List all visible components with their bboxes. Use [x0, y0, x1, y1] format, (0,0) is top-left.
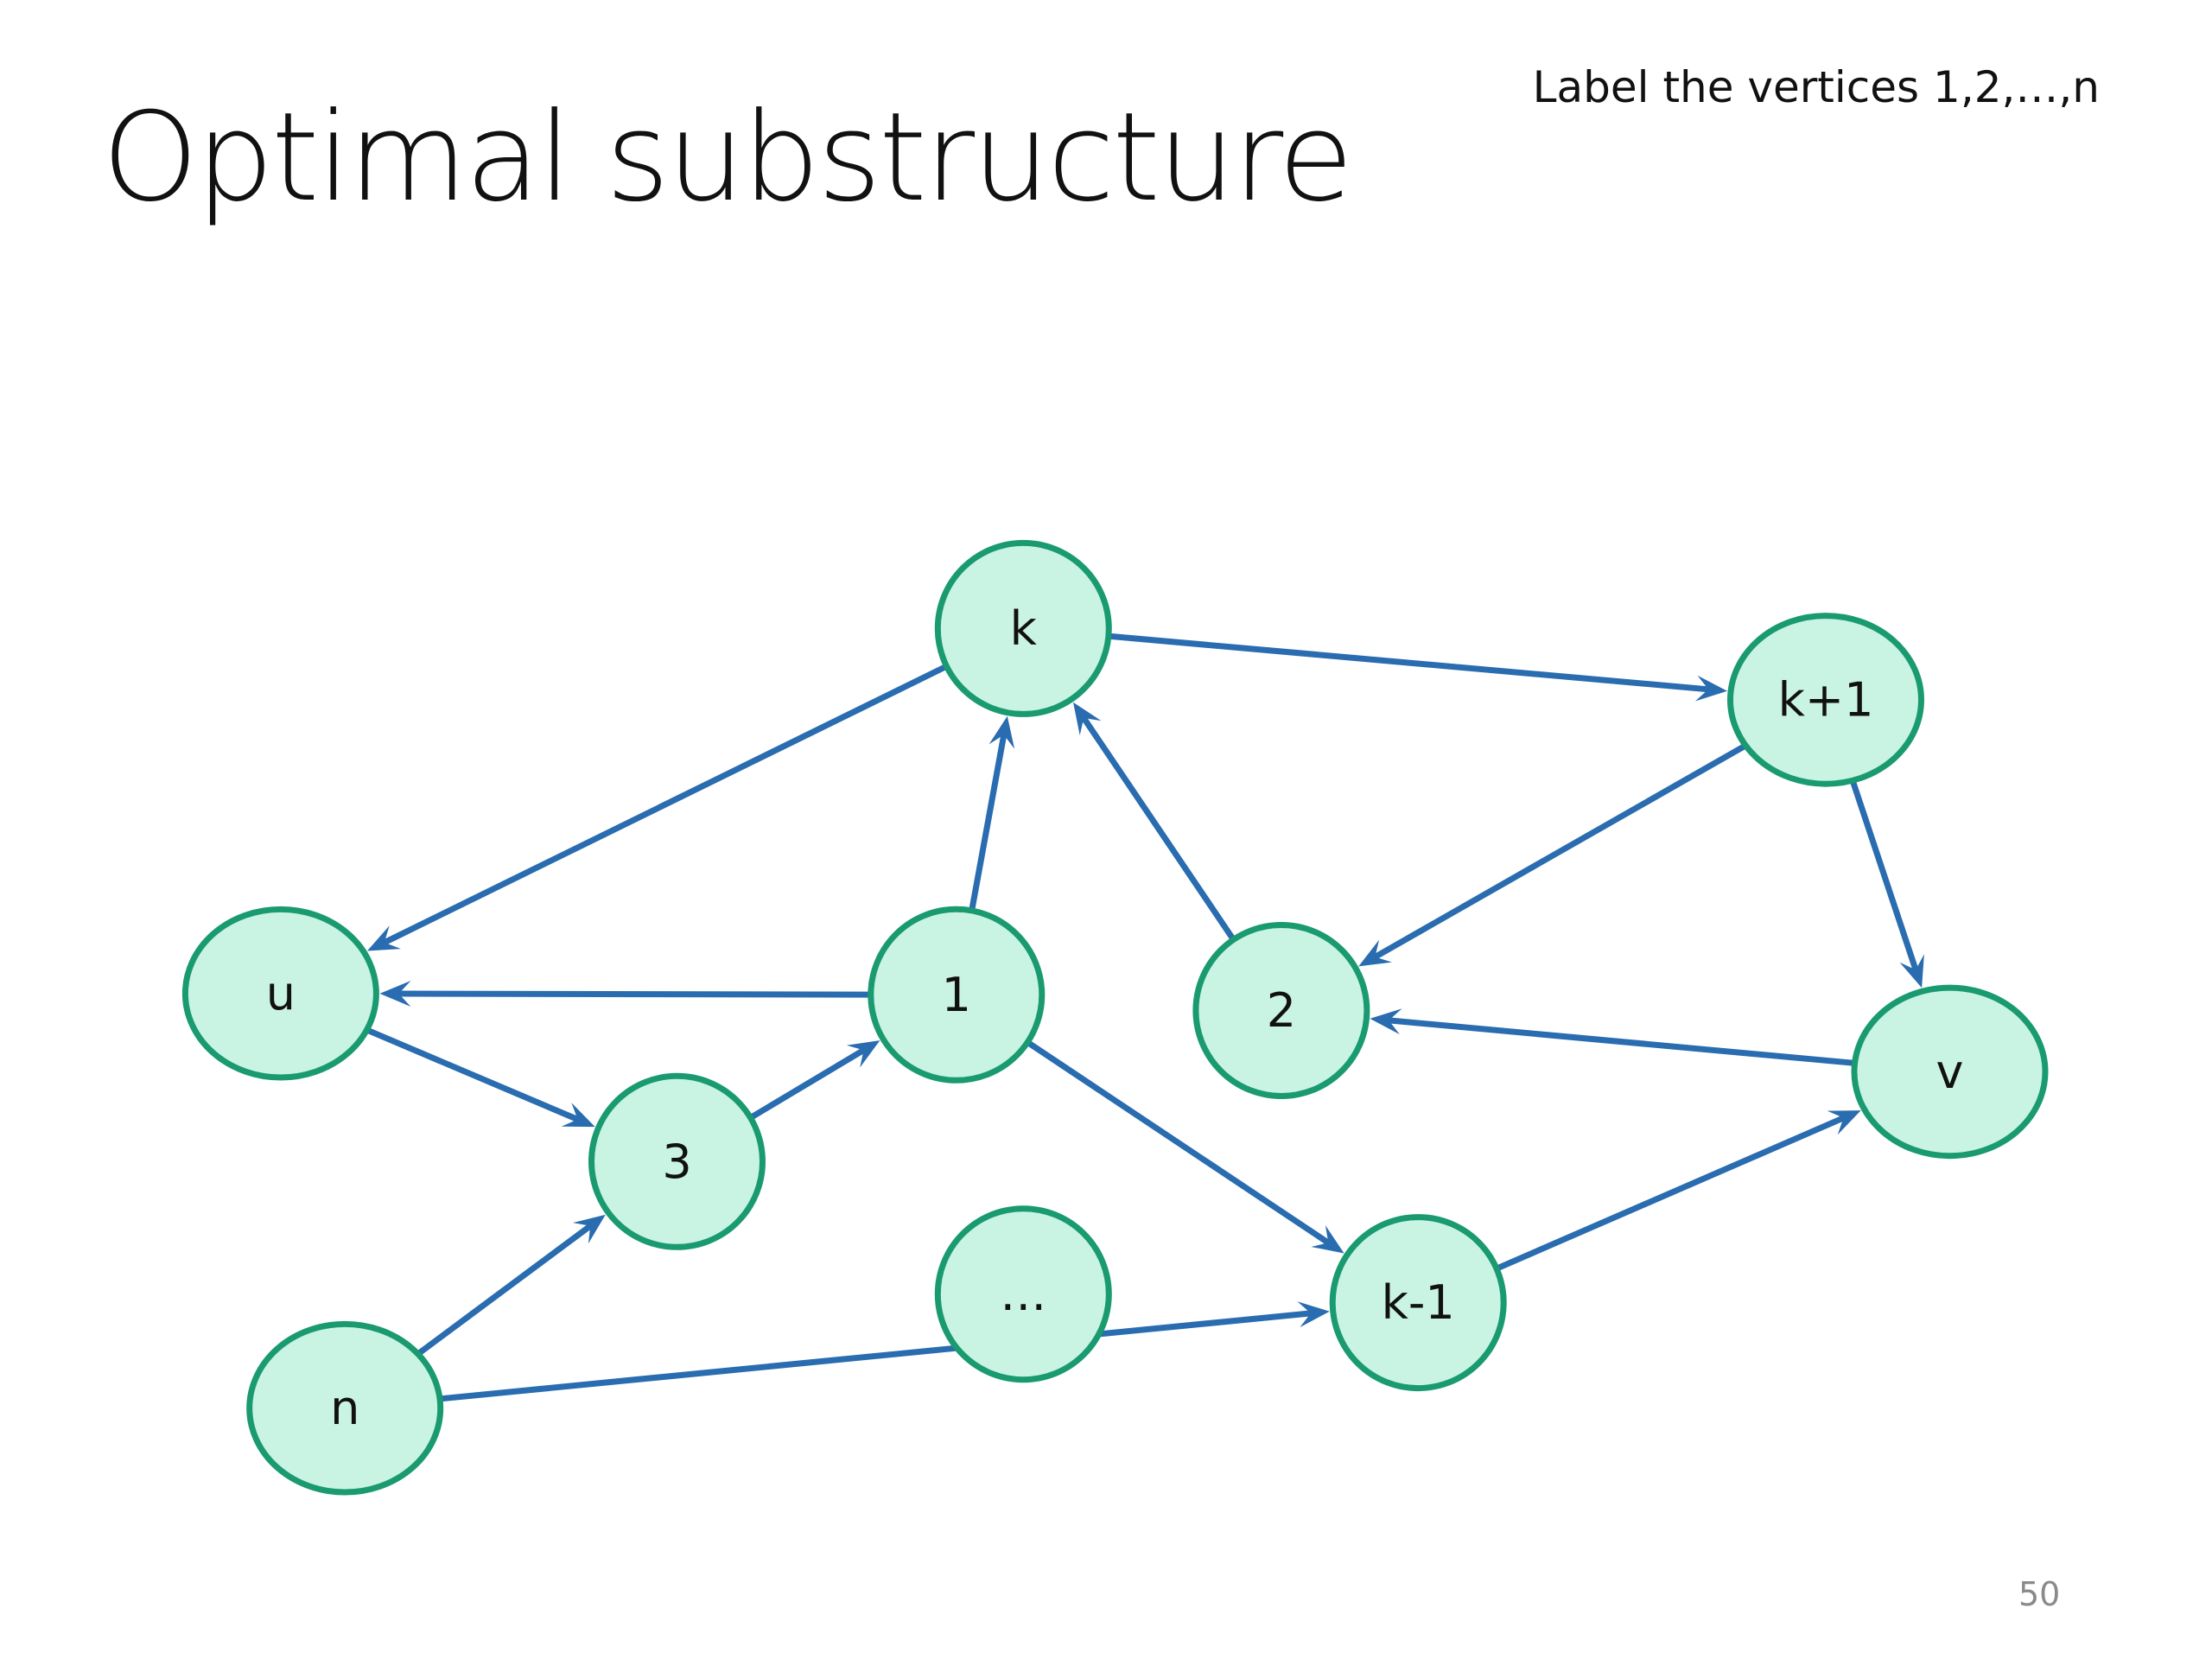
node-circle: [934, 1205, 1112, 1383]
edge-one-to-km1: [1026, 1039, 1344, 1254]
slide-title: Optimal substructure: [102, 86, 1353, 229]
page-number: 50: [2018, 1575, 2061, 1613]
edge-n-to-km1: [438, 1301, 1330, 1402]
edge-line: [381, 664, 949, 946]
node-circle: [1192, 922, 1370, 1099]
arrowhead: [988, 715, 1015, 749]
node-n: n: [246, 1320, 444, 1496]
node-label: …: [1000, 1267, 1046, 1321]
edge-k-to-u: [367, 664, 949, 951]
node-circle: [1851, 984, 2049, 1160]
node-label: 3: [662, 1135, 691, 1189]
node-dots: …: [934, 1205, 1112, 1383]
node-circle: [1727, 613, 1924, 787]
edge-line: [1385, 1017, 1857, 1066]
node-u: u: [181, 906, 379, 1081]
node-circle: [246, 1320, 444, 1496]
node-label: k+1: [1778, 672, 1874, 727]
edges-layer: [365, 632, 1924, 1402]
node-three: 3: [588, 1072, 766, 1250]
node-circle: [588, 1072, 766, 1250]
node-label: k: [1010, 601, 1038, 656]
node-circle: [868, 906, 1046, 1084]
arrowhead: [1370, 1008, 1402, 1035]
arrowhead: [367, 925, 401, 951]
arrowhead: [573, 1214, 606, 1244]
edge-line: [438, 1310, 1314, 1402]
node-k: k: [934, 539, 1112, 717]
node-two: 2: [1192, 922, 1370, 1099]
node-circle: [1329, 1214, 1507, 1392]
node-kp1: k+1: [1727, 613, 1924, 787]
node-label: n: [330, 1381, 359, 1435]
edge-one-to-k: [969, 715, 1015, 912]
edge-three-to-one: [748, 1040, 880, 1121]
edge-line: [365, 1027, 581, 1122]
edge-kp1-to-v: [1850, 779, 1924, 988]
edge-kp1-to-two: [1358, 743, 1747, 967]
edge-two-to-k: [1073, 702, 1236, 942]
arrowhead: [379, 981, 411, 1007]
edge-km1-to-v: [1495, 1110, 1861, 1271]
node-label: u: [266, 966, 296, 1020]
edge-u-to-three: [365, 1027, 595, 1128]
arrowhead: [1899, 954, 1924, 988]
edge-k-to-kp1: [1107, 632, 1727, 702]
arrowhead: [1297, 1301, 1330, 1328]
edge-line: [1850, 779, 1919, 973]
edge-line: [748, 1046, 867, 1121]
arrowhead: [561, 1103, 595, 1128]
slide-note: Label the vertices 1,2,…,n: [1532, 62, 2100, 112]
node-circle: [181, 906, 379, 1081]
edge-line: [396, 990, 873, 998]
arrowhead: [1827, 1110, 1861, 1135]
nodes-layer: k k+1 u 1 2 v 3 … k-1 n: [181, 539, 2049, 1496]
arrowhead: [1358, 939, 1392, 967]
edge-line: [1371, 743, 1747, 960]
node-label: 2: [1267, 983, 1296, 1038]
node-v: v: [1851, 984, 2049, 1160]
arrowhead: [1073, 702, 1102, 735]
edge-line: [1080, 715, 1236, 942]
node-circle: [934, 539, 1112, 717]
edge-line: [969, 731, 1007, 912]
edge-line: [1107, 632, 1712, 693]
edge-line: [1495, 1115, 1847, 1271]
node-label: k-1: [1382, 1275, 1455, 1330]
edge-line: [416, 1223, 594, 1357]
node-one: 1: [868, 906, 1046, 1084]
node-km1: k-1: [1329, 1214, 1507, 1392]
arrowhead: [1311, 1225, 1344, 1254]
edge-n-to-three: [416, 1214, 606, 1357]
arrowhead: [846, 1040, 880, 1068]
arrowhead: [1694, 675, 1727, 702]
node-label: 1: [942, 968, 971, 1022]
node-label: v: [1936, 1045, 1964, 1099]
edge-v-to-two: [1370, 1008, 1857, 1066]
edge-one-to-u: [379, 981, 873, 1007]
edge-line: [1026, 1039, 1332, 1246]
